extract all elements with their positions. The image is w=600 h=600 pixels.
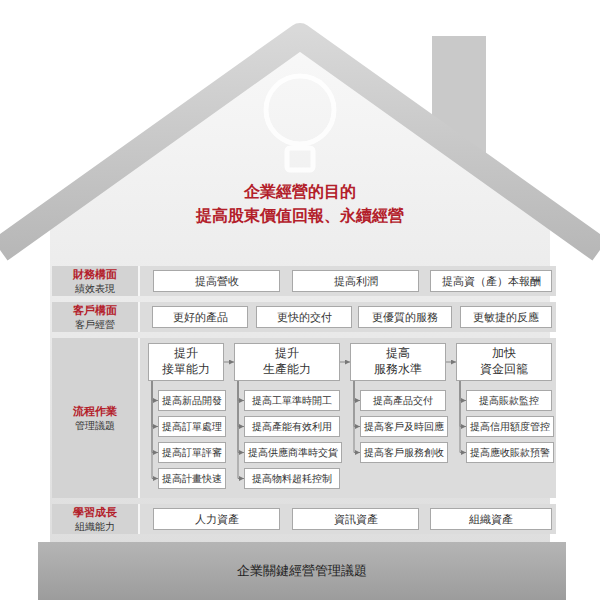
- box-label: 企業關鍵經營管理議題: [237, 562, 367, 580]
- box-label: 提高利潤: [334, 274, 378, 289]
- box-label: 組織資產: [469, 512, 513, 527]
- action-item: 提高計畫快速: [158, 468, 226, 489]
- box-label: 提高營收: [195, 274, 239, 289]
- box-label: 提高賬款監控: [479, 394, 539, 408]
- band-subheading: 組織能力: [75, 520, 115, 533]
- band-label: 財務構面績效表現: [52, 266, 138, 296]
- box-label: 資訊資產: [334, 512, 378, 527]
- flow-connector: [340, 362, 350, 363]
- action-item: 提高應收賬款預警: [466, 442, 554, 463]
- band-subheading: 績效表現: [75, 282, 115, 295]
- goal-box: 提高營收: [153, 270, 280, 292]
- box-label: 加快 資金回籠: [480, 346, 528, 377]
- action-item: 提高供應商準時交貨: [244, 442, 342, 463]
- box-label: 提高產品交付: [373, 394, 433, 408]
- action-item: 提高產品交付: [360, 390, 446, 411]
- band-heading: 客戶構面: [73, 304, 117, 318]
- box-label: 提高供應商準時交貨: [248, 446, 338, 460]
- title-line: 提高股東價值回報、永續經營: [0, 204, 600, 228]
- goal-box: 資訊資產: [292, 508, 419, 530]
- box-label: 人力資產: [195, 512, 239, 527]
- box-label: 提高資（產）本報酬: [442, 274, 541, 289]
- band-heading: 流程作業: [73, 405, 117, 419]
- box-label: 更敏捷的反應: [473, 310, 539, 325]
- perspective-band: 學習成長組織能力 人力資產 資訊資產 組織資產: [52, 504, 556, 534]
- goal-box: 更快的交付: [256, 306, 352, 328]
- action-item: 提高訂單處理: [158, 416, 226, 437]
- box-label: 提高應收賬款預警: [470, 446, 550, 460]
- action-item: 提高工單準時開工: [244, 390, 340, 411]
- goal-box: 提高資（產）本報酬: [430, 270, 552, 292]
- box-label: 提高客戶及時回應: [364, 420, 444, 434]
- action-item: 提高客戶服務創收: [360, 442, 448, 463]
- box-label: 提升 生產能力: [263, 346, 311, 377]
- box-label: 更優質的服務: [372, 310, 438, 325]
- box-label: 提高信用額度管控: [470, 420, 550, 434]
- box-label: 提高產能有效利用: [252, 420, 332, 434]
- box-label: 提升 接單能力: [162, 346, 210, 377]
- action-item: 提高賬款監控: [466, 390, 552, 411]
- goal-box: 更優質的服務: [358, 306, 452, 328]
- goal-box: 更好的產品: [152, 306, 248, 328]
- band-label: 客戶構面客戶經營: [52, 302, 138, 332]
- roof: [0, 36, 600, 250]
- box-label: 提高客戶服務創收: [364, 446, 444, 460]
- box-label: 提高計畫快速: [162, 472, 222, 486]
- band-subheading: 客戶經營: [75, 318, 115, 331]
- flow-connector: [224, 362, 234, 363]
- box-label: 提高 服務水準: [374, 346, 422, 377]
- box-label: 提高訂單處理: [162, 420, 222, 434]
- box-label: 提高工單準時開工: [252, 394, 332, 408]
- goal-box: 提高利潤: [292, 270, 419, 292]
- flow-connector: [446, 362, 456, 363]
- band-heading: 財務構面: [73, 268, 117, 282]
- light-bulb: [266, 76, 334, 170]
- box-label: 更快的交付: [277, 310, 332, 325]
- process-panel: 流程作業管理議題提升 接單能力提高新品開發提高訂單處理提高訂單評審提高計畫快速提…: [52, 338, 556, 498]
- action-item: 提高客戶及時回應: [360, 416, 448, 437]
- goal-box: 人力資產: [153, 508, 280, 530]
- goal-box: 更敏捷的反應: [460, 306, 552, 328]
- capability-header: 提升 生產能力: [234, 343, 340, 381]
- band-subheading: 管理議題: [75, 419, 115, 432]
- box-label: 提高新品開發: [162, 394, 222, 408]
- capability-header: 提升 接單能力: [148, 343, 224, 381]
- title-block: 企業經營的目的提高股東價值回報、永續經營: [0, 180, 600, 228]
- box-label: 提高訂單評審: [162, 446, 222, 460]
- band-heading: 學習成長: [73, 506, 117, 520]
- action-item: 提高訂單評審: [158, 442, 226, 463]
- capability-header: 提高 服務水準: [350, 343, 446, 381]
- box-label: 更好的產品: [173, 310, 228, 325]
- band-label: 學習成長組織能力: [52, 504, 138, 534]
- goal-box: 組織資產: [430, 508, 552, 530]
- action-item: 提高物料超耗控制: [244, 468, 340, 489]
- action-item: 提高新品開發: [158, 390, 226, 411]
- perspective-band: 客戶構面客戶經營 更好的產品 更快的交付 更優質的服務 更敏捷的反應: [52, 302, 556, 332]
- perspective-band: 財務構面績效表現 提高營收 提高利潤 提高資（產）本報酬: [52, 266, 556, 296]
- foundation-band: 企業關鍵經營管理議題: [38, 542, 566, 600]
- action-item: 提高信用額度管控: [466, 416, 554, 437]
- box-label: 提高物料超耗控制: [252, 472, 332, 486]
- band-label: 流程作業管理議題: [52, 338, 138, 498]
- capability-header: 加快 資金回籠: [456, 343, 552, 381]
- title-line: 企業經營的目的: [0, 180, 600, 204]
- action-item: 提高產能有效利用: [244, 416, 340, 437]
